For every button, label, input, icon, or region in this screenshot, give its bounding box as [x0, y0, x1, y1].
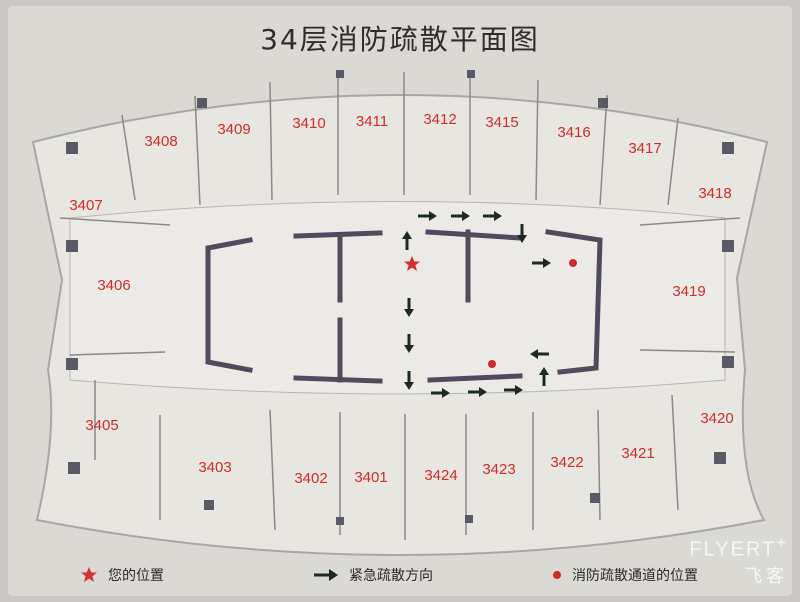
room-number-3416: 3416 — [557, 124, 590, 141]
exit-dot — [569, 259, 577, 267]
evacuation-arrow-right — [451, 211, 470, 221]
watermark-latin: FLYERT — [689, 539, 777, 561]
evacuation-arrow-right — [483, 211, 502, 221]
room-number-3410: 3410 — [292, 115, 325, 132]
core-walls — [205, 229, 603, 384]
corridor — [69, 201, 726, 395]
room-number-3406: 3406 — [97, 277, 130, 294]
watermark-plus: + — [776, 533, 788, 553]
evacuation-arrow-left — [530, 349, 549, 359]
arrow-right-icon — [313, 568, 339, 582]
you-are-here-star — [404, 256, 420, 271]
structural-columns — [66, 70, 734, 525]
room-number-3417: 3417 — [628, 140, 661, 157]
legend-label-you-are-here: 您的位置 — [108, 568, 164, 584]
room-number-3420: 3420 — [700, 410, 733, 427]
star-icon — [404, 256, 420, 271]
watermark-cn: 飞客 — [744, 566, 788, 586]
evacuation-arrow-down — [517, 224, 527, 243]
room-number-3423: 3423 — [482, 461, 515, 478]
room-number-3405: 3405 — [85, 417, 118, 434]
evacuation-arrows — [402, 211, 551, 398]
room-number-3421: 3421 — [621, 445, 654, 462]
room-partitions — [59, 72, 741, 540]
legend-evacuation-direction: 紧急疏散方向 — [313, 563, 433, 587]
room-number-labels: 3407 3408 3409 3410 3411 3412 3415 3416 3417 3418… — [69, 111, 733, 487]
exit-dot — [488, 360, 496, 368]
watermark: FLYERT+ 飞客 — [689, 533, 788, 588]
room-number-3424: 3424 — [424, 467, 457, 484]
evacuation-arrow-down — [404, 334, 414, 353]
evacuation-arrow-right — [532, 258, 551, 268]
red-dot-icon — [552, 570, 562, 580]
room-number-3403: 3403 — [198, 459, 231, 476]
legend-label-evacuation-direction: 紧急疏散方向 — [349, 568, 433, 584]
evacuation-arrow-up — [402, 231, 412, 250]
room-number-3407: 3407 — [69, 197, 102, 214]
star-icon — [80, 566, 98, 584]
evacuation-arrow-down — [404, 371, 414, 390]
room-number-3411: 3411 — [356, 113, 388, 130]
room-number-3412: 3412 — [423, 111, 456, 128]
exit-markers — [488, 259, 577, 368]
room-number-3419: 3419 — [672, 283, 705, 300]
evacuation-arrow-right — [504, 385, 523, 395]
legend-label-exit-location: 消防疏散通道的位置 — [572, 568, 698, 584]
room-number-3401: 3401 — [354, 469, 387, 486]
room-number-3409: 3409 — [217, 121, 250, 138]
room-number-3402: 3402 — [294, 470, 327, 487]
page-title: 34层消防疏散平面图 — [260, 23, 540, 56]
evacuation-arrow-right — [468, 387, 487, 397]
room-number-3418: 3418 — [698, 185, 731, 202]
evacuation-arrow-right — [418, 211, 437, 221]
evacuation-arrow-up — [539, 367, 549, 386]
evacuation-arrow-right — [431, 388, 450, 398]
legend-you-are-here: 您的位置 — [80, 563, 164, 587]
room-number-3422: 3422 — [550, 454, 583, 471]
evacuation-arrow-down — [404, 298, 414, 317]
legend-exit-location: 消防疏散通道的位置 — [552, 563, 698, 587]
room-number-3408: 3408 — [144, 133, 177, 150]
room-number-3415: 3415 — [485, 114, 518, 131]
